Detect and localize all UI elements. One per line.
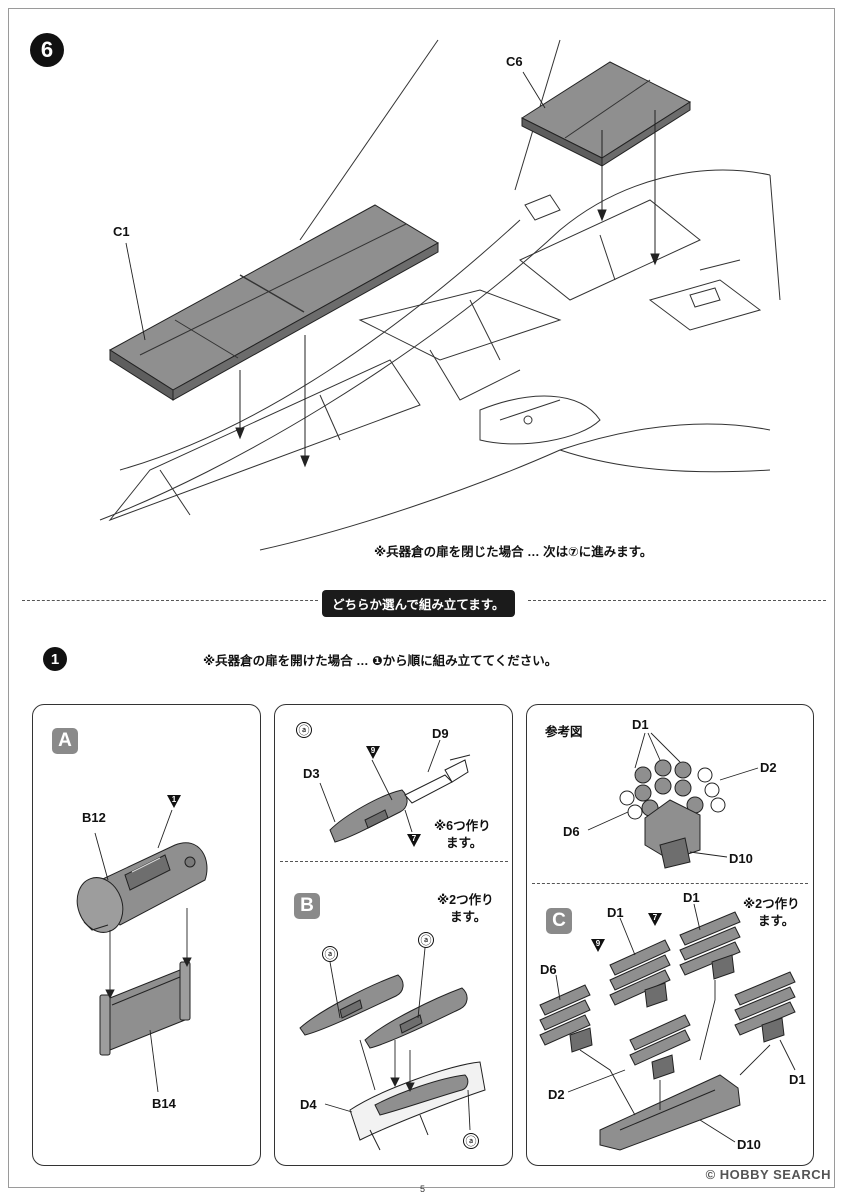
panel-b-note-line1: ※2つ作り: [437, 893, 494, 907]
circle-a-marker-2: ⓐ: [418, 932, 434, 948]
marker-7-text: 7: [411, 834, 417, 843]
fuselage-drawing: [99, 39, 781, 551]
panel-ref-c-divider: [532, 883, 808, 884]
marker-9-text: 9: [370, 746, 376, 755]
c-part-label-d6: D6: [540, 962, 557, 977]
watermark: © HOBBY SEARCH: [705, 1167, 831, 1182]
choose-banner: どちらか選んで組み立てます。: [322, 590, 515, 617]
panel-c-note-line2: ます。: [758, 914, 795, 928]
c-part-label-d2: D2: [548, 1087, 565, 1102]
part-label-d3: D3: [303, 766, 320, 781]
page-number: 5: [419, 1184, 425, 1194]
ref-part-label-d2: D2: [760, 760, 777, 775]
marker-1-text: 1: [171, 795, 177, 804]
c-marker-7-text: 7: [652, 913, 658, 922]
step-1-badge: 1: [43, 647, 67, 671]
c-marker-triangle-9: 9: [591, 939, 605, 952]
step-6-number: 6: [40, 37, 54, 62]
step-6-badge: 6: [30, 33, 64, 67]
c-part-label-d10: D10: [737, 1137, 761, 1152]
c-marker-triangle-7: 7: [648, 913, 662, 926]
panel-b-letter: B: [294, 893, 320, 919]
ref-part-label-d10: D10: [729, 851, 753, 866]
c-part-label-d1-far: D1: [789, 1072, 806, 1087]
ref-part-label-d1: D1: [632, 717, 649, 732]
circle-a-marker-3: ⓐ: [463, 1133, 479, 1149]
section-divider-right: [528, 600, 826, 601]
part-label-c1: C1: [113, 224, 130, 239]
page-border: [8, 8, 835, 1188]
panel-a: [32, 704, 261, 1166]
panel-c-letter: C: [546, 908, 572, 934]
marker-triangle-7: 7: [407, 834, 421, 847]
c-part-label-d1-left: D1: [607, 905, 624, 920]
closed-bay-note: ※兵器倉の扉を閉じた場合 … 次は⑦に進みます。: [374, 545, 653, 559]
open-bay-note: ※兵器倉の扉を開けた場合 … ❶から順に組み立ててください。: [203, 654, 558, 668]
circle-a-marker-1: ⓐ: [322, 946, 338, 962]
part-label-b12: B12: [82, 810, 106, 825]
c-part-label-d1-right: D1: [683, 890, 700, 905]
marker-triangle-9: 9: [366, 746, 380, 759]
part-label-c6: C6: [506, 54, 523, 69]
part-label-b14: B14: [152, 1096, 176, 1111]
section-divider-left: [22, 600, 318, 601]
circle-a-marker: ⓐ: [296, 722, 312, 738]
panel-a-letter: A: [52, 728, 78, 754]
panel-b-note-line2: ます。: [450, 910, 487, 924]
panel-missile-b-divider: [280, 861, 508, 862]
c-marker-9-text: 9: [595, 939, 601, 948]
ref-part-label-d6: D6: [563, 824, 580, 839]
panel-c-note-line1: ※2つ作り: [743, 897, 800, 911]
step-1-number: 1: [50, 650, 60, 668]
panel-ref-c: [526, 704, 814, 1166]
missile-note-line2: ます。: [446, 836, 483, 850]
part-label-d4: D4: [300, 1097, 317, 1112]
reference-title: 参考図: [545, 725, 583, 739]
missile-note-line1: ※6つ作り: [434, 819, 491, 833]
marker-triangle-1: 1: [167, 795, 181, 808]
part-label-d9: D9: [432, 726, 449, 741]
